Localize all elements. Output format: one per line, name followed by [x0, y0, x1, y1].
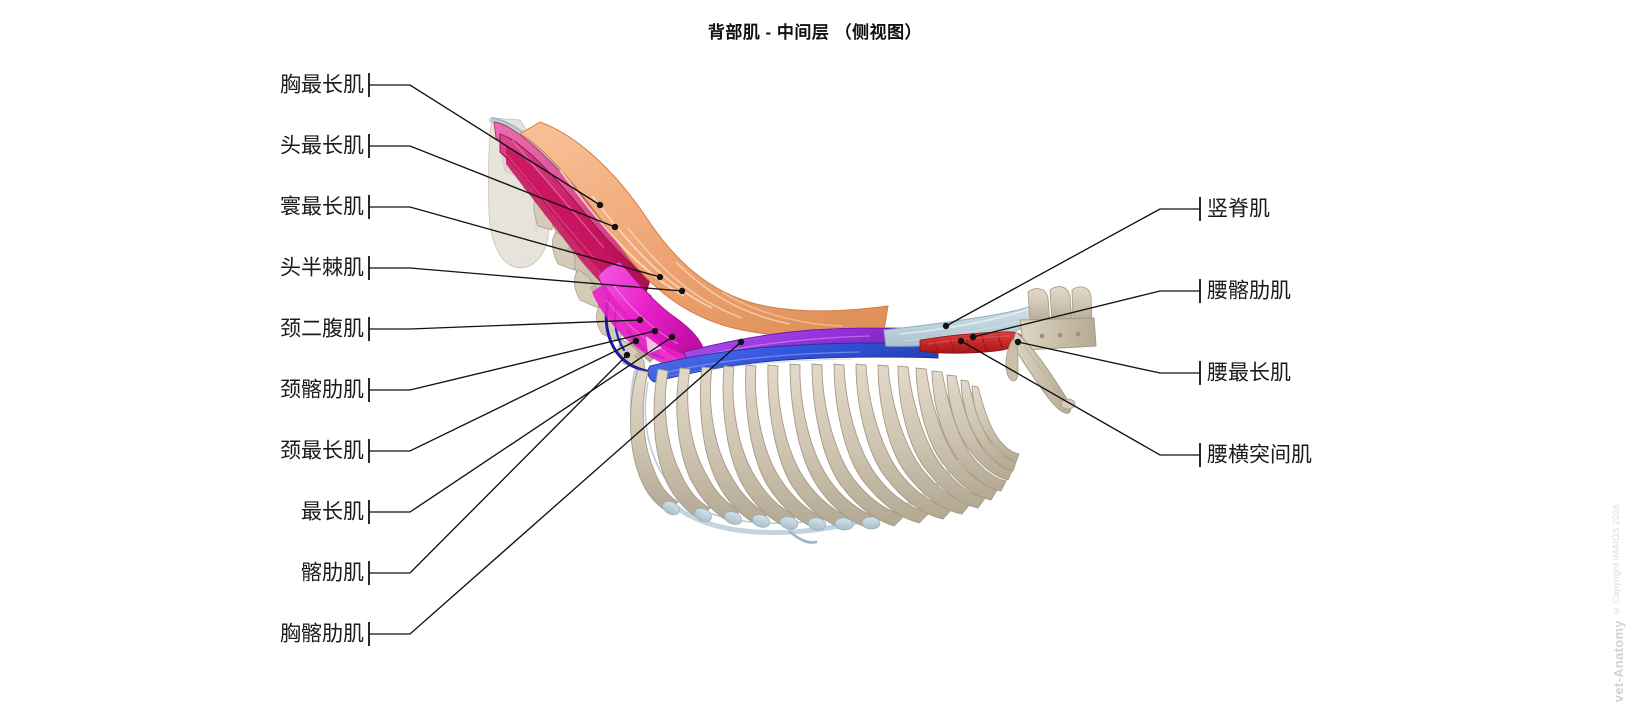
label-left-4[interactable]: 头半棘肌: [280, 256, 364, 280]
leader-line: [369, 354, 628, 574]
rib-cage: [629, 363, 1020, 544]
leader-line: [960, 340, 1200, 456]
leader-line: [972, 290, 1200, 338]
ribs: [630, 363, 1020, 529]
label-right-3[interactable]: 腰最长肌: [1207, 361, 1291, 385]
leader-line: [945, 208, 1200, 327]
leader-anchor-dot: [596, 201, 604, 209]
leader-anchor-dot: [737, 338, 745, 346]
label-left-5[interactable]: 颈二腹肌: [280, 317, 364, 341]
costal-cartilages: [662, 500, 881, 531]
leader-anchor-dot: [651, 327, 659, 335]
label-left-1[interactable]: 胸最长肌: [280, 73, 364, 97]
leader-line: [369, 341, 742, 635]
leader-line: [369, 340, 637, 452]
leader-line: [369, 330, 656, 391]
leader-anchor-dot: [623, 351, 631, 359]
intertransversarii-lumborum: [919, 331, 1023, 354]
leader-anchor-dot: [668, 333, 676, 341]
leader-anchor-dot: [1014, 338, 1022, 346]
leader-anchor-dot: [942, 322, 950, 330]
label-left-2[interactable]: 头最长肌: [280, 134, 364, 158]
label-right-2[interactable]: 腰髂肋肌: [1207, 279, 1291, 303]
label-left-7[interactable]: 颈最长肌: [280, 439, 364, 463]
label-left-6[interactable]: 颈髂肋肌: [280, 378, 364, 402]
leader-lines: [368, 73, 1201, 646]
leader-line: [1017, 341, 1200, 374]
leader-anchor-dot: [957, 337, 965, 345]
leader-line: [369, 336, 673, 513]
leader-line: [369, 84, 601, 206]
leader-line: [369, 145, 616, 228]
lumbar-vertebrae-sacrum: [1005, 286, 1097, 414]
label-left-10[interactable]: 胸髂肋肌: [280, 622, 364, 646]
leader-anchor-dot: [632, 337, 640, 345]
label-left-3[interactable]: 寰最长肌: [280, 195, 364, 219]
leader-line: [369, 267, 683, 292]
leader-line: [369, 206, 661, 278]
leader-anchor-dot: [636, 316, 644, 324]
label-right-1[interactable]: 竖脊肌: [1207, 197, 1270, 221]
label-left-8[interactable]: 最长肌: [301, 500, 364, 524]
leader-anchor-dot: [656, 273, 664, 281]
label-left-9[interactable]: 髂肋肌: [301, 561, 364, 585]
leader-anchor-dot: [678, 287, 686, 295]
leader-anchor-dot: [969, 333, 977, 341]
label-right-4[interactable]: 腰横突间肌: [1207, 443, 1312, 467]
leader-anchor-dot: [611, 223, 619, 231]
leader-line: [369, 319, 641, 330]
